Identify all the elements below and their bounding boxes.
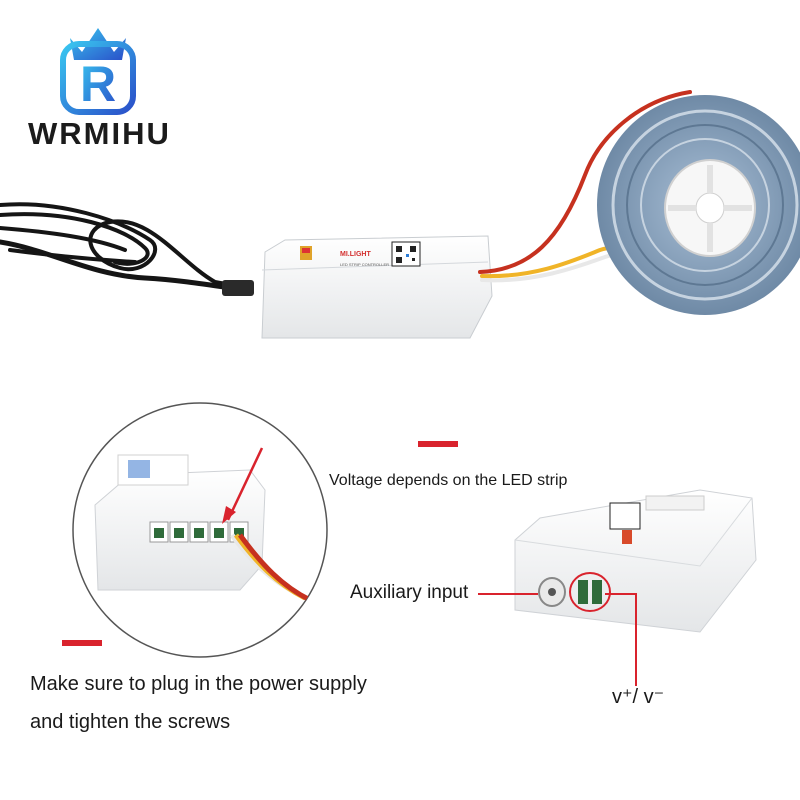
power-supply-instruction-line1: Make sure to plug in the power supply bbox=[30, 673, 367, 695]
controller-end-view bbox=[478, 489, 757, 686]
pointer-arrow bbox=[226, 447, 264, 521]
brand-name: WRMIHU bbox=[28, 116, 171, 151]
accent-marker bbox=[418, 441, 458, 447]
power-cable bbox=[0, 202, 250, 293]
power-supply-instruction-line2: and tighten the screws bbox=[30, 711, 231, 733]
controller-box: MI.LIGHT LED STRIP CONTROLLER bbox=[261, 235, 493, 339]
brand-logo: R bbox=[60, 28, 136, 115]
led-strip-reel bbox=[597, 95, 800, 315]
terminal-closeup bbox=[72, 402, 328, 658]
svg-text:MI.LIGHT: MI.LIGHT bbox=[340, 251, 371, 258]
auxiliary-input-label: Auxiliary input bbox=[350, 582, 469, 603]
logo-frame bbox=[60, 41, 136, 115]
highlight-ring bbox=[569, 572, 611, 612]
logo-letter: R bbox=[80, 56, 116, 112]
polarity-pointer-line bbox=[605, 593, 637, 686]
svg-text:LED STRIP CONTROLLER: LED STRIP CONTROLLER bbox=[340, 262, 389, 267]
dc-plug bbox=[222, 280, 254, 296]
voltage-note: Voltage depends on the LED strip bbox=[329, 472, 568, 489]
accent-marker bbox=[62, 640, 102, 646]
polarity-label: v⁺/ v⁻ bbox=[612, 686, 665, 708]
